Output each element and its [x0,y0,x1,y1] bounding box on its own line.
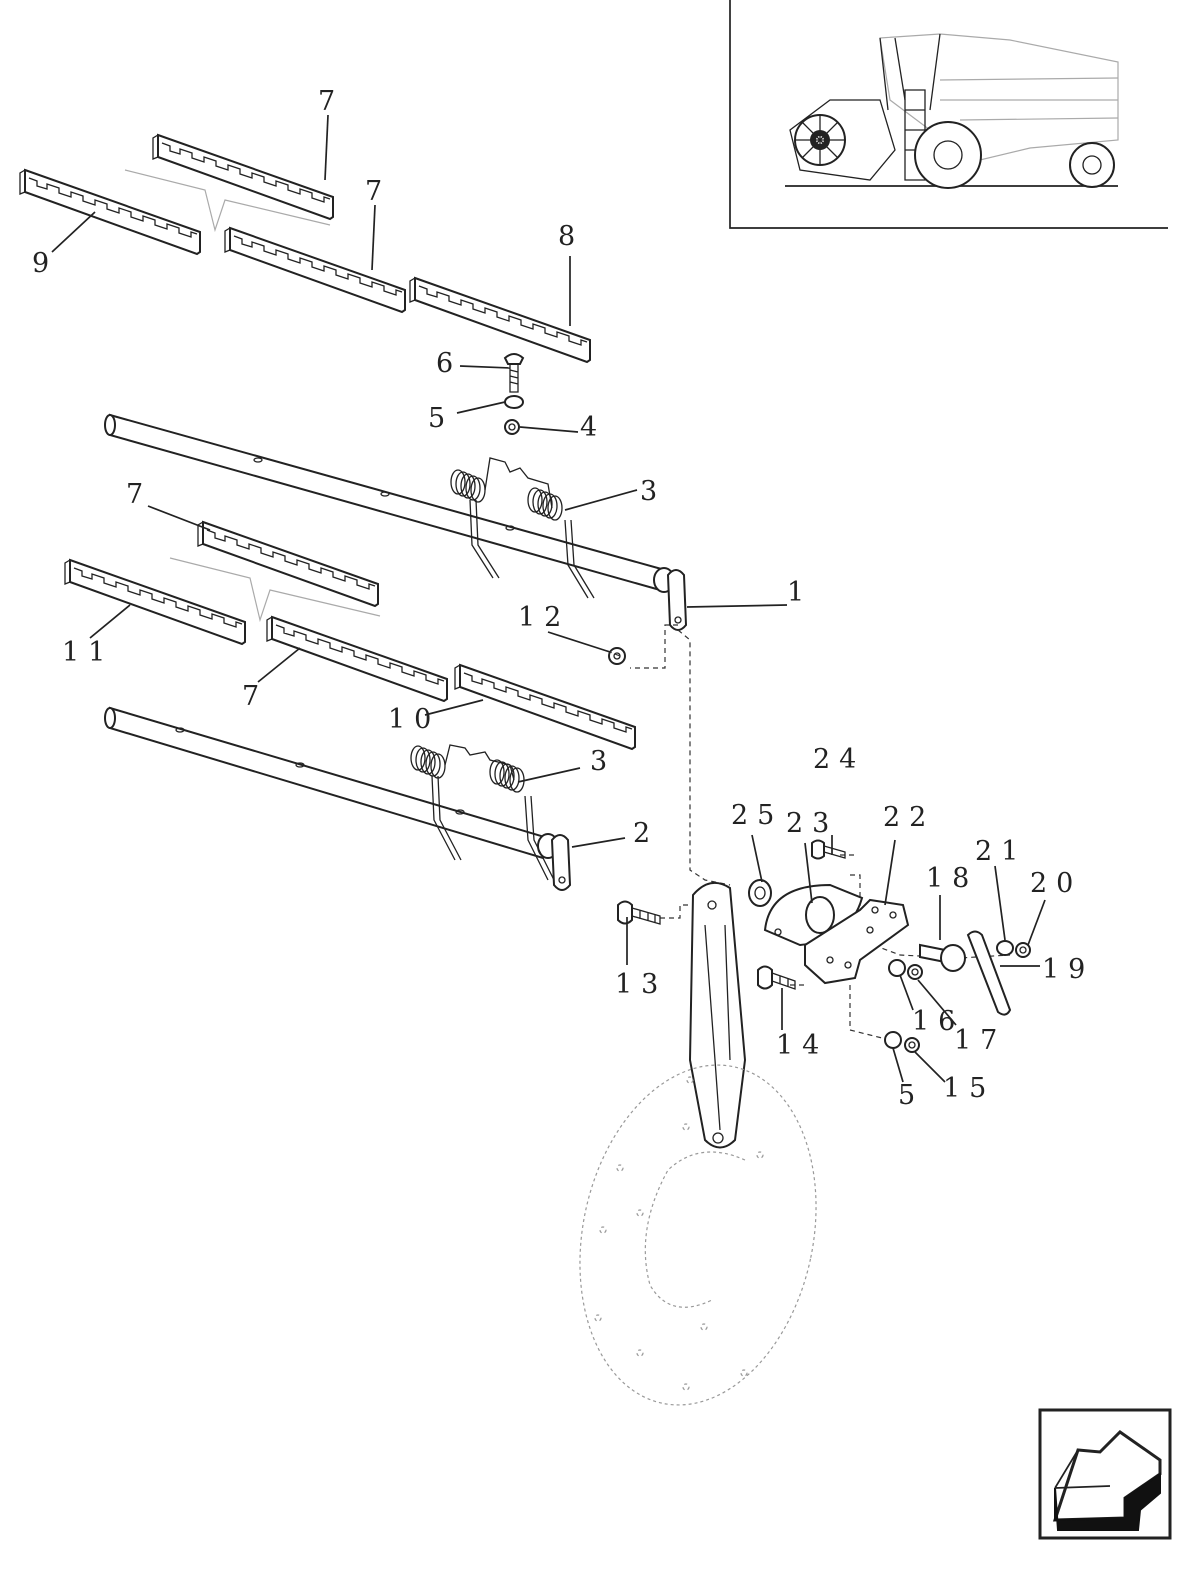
callout-8: 8 [558,221,584,252]
callout-3: 3 [590,746,616,777]
part-screw-6 [503,353,525,393]
callout-3: 3 [640,476,666,507]
part-washer-5 [504,395,524,409]
back-arrow-icon[interactable] [1038,1408,1172,1540]
part-plate-22 [804,898,910,985]
part-pin-18 [919,943,966,972]
callout-22: 22 [883,802,935,833]
part-washer-21 [996,940,1014,956]
part-bolt-23 [811,839,846,860]
part-link-19 [966,930,1012,1016]
part-washer-5b [884,1031,902,1049]
callout-25: 25 [731,800,783,831]
reel-end-disc [579,1064,817,1406]
leader-lines [51,114,1046,1083]
part-nut-20 [1015,942,1031,958]
part-bar-7c [197,521,379,607]
part-bar-7d [266,616,448,702]
part-spring-3a [450,457,595,599]
callout-6: 6 [436,348,462,379]
part-nut-4 [504,419,520,435]
callout-2: 2 [633,818,659,849]
callout-7: 7 [318,86,344,117]
part-bar-7a [152,134,334,220]
callout-11: 11 [62,637,114,668]
part-washer-25 [748,879,772,907]
part-washer-16 [888,959,906,977]
part-nut-17 [907,964,923,980]
callout-17: 17 [954,1025,1006,1056]
part-nut-12 [608,647,626,665]
callout-10: 10 [388,704,440,735]
callout-7: 7 [126,479,152,510]
part-bar-10 [454,664,636,750]
callout-labels: 7 7 8 9 6 5 4 3 1 12 7 11 7 10 3 2 24 25… [32,86,1094,1111]
callout-5: 5 [898,1080,924,1111]
part-shaft-1 [104,413,688,631]
callout-16: 16 [912,1006,964,1037]
part-bar-7b [224,227,406,313]
combine-harvester-icon [785,33,1119,189]
callout-23: 23 [786,808,838,839]
part-nut-15 [904,1037,920,1053]
part-spring-3b [410,744,555,881]
callout-14: 14 [776,1030,828,1061]
callout-13: 13 [615,969,667,1000]
callout-24: 24 [813,744,865,775]
callout-1: 1 [787,577,813,608]
callout-4: 4 [580,412,606,443]
callout-9: 9 [32,248,58,279]
callout-19: 19 [1042,954,1094,985]
part-bolt-14 [757,965,796,990]
callout-12: 12 [518,602,570,633]
part-bar-11 [64,559,246,645]
inset-combine-harvester [729,0,1168,229]
callout-7: 7 [365,176,391,207]
callout-20: 20 [1030,868,1082,899]
callout-18: 18 [926,863,978,894]
callout-21: 21 [975,836,1027,867]
part-bolt-13 [617,900,661,925]
callout-5: 5 [428,403,454,434]
part-shaft-2 [104,706,572,891]
part-arm [688,881,747,1149]
callout-15: 15 [943,1073,995,1104]
callout-7: 7 [242,681,268,712]
